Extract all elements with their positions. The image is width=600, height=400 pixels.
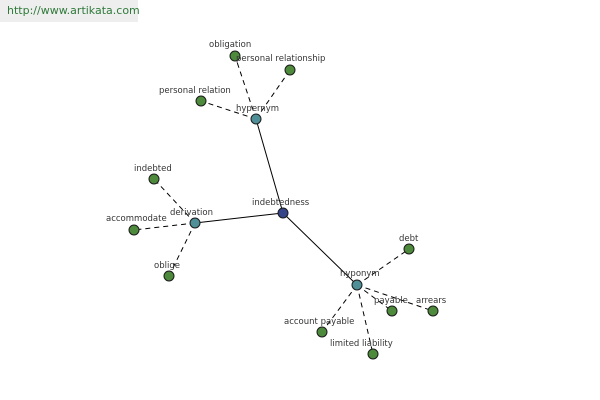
edge-hyponym-limited-liability xyxy=(356,284,374,355)
node-payable[interactable] xyxy=(386,305,398,317)
label-indebted: indebted xyxy=(134,164,172,174)
node-obligation[interactable] xyxy=(229,50,241,62)
watermark-link[interactable]: http://www.artikata.com xyxy=(0,0,140,22)
edge-root-hypernym xyxy=(255,118,284,214)
edge-hypernym-personal-relation xyxy=(200,100,257,120)
label-debt: debt xyxy=(399,234,419,244)
label-limited-liability: limited liability xyxy=(330,339,393,349)
label-payable: payable xyxy=(374,296,408,306)
node-arrears[interactable] xyxy=(427,305,439,317)
label-oblige: oblige xyxy=(154,261,180,271)
label-derivation: derivation xyxy=(170,208,213,218)
edge-hyponym-payable xyxy=(356,284,393,312)
label-account-payable: account payable xyxy=(284,317,354,327)
label-hypernym: hypernym xyxy=(236,104,279,114)
node-hyponym[interactable] xyxy=(351,279,363,291)
edge-root-derivation xyxy=(194,212,284,224)
node-debt[interactable] xyxy=(403,243,415,255)
edge-hypernym-personal-relationship xyxy=(255,69,291,120)
edge-root-hyponym xyxy=(282,212,358,286)
node-indebted[interactable] xyxy=(148,173,160,185)
label-accommodate: accommodate xyxy=(106,214,167,224)
label-personal-relation: personal relation xyxy=(159,86,231,96)
node-derivation[interactable] xyxy=(189,217,201,229)
node-oblige[interactable] xyxy=(163,270,175,282)
node-hypernym[interactable] xyxy=(250,113,262,125)
edge-derivation-oblige xyxy=(168,222,196,277)
node-personal-relationship[interactable] xyxy=(284,64,296,76)
label-root: indebtedness xyxy=(252,198,310,208)
edge-derivation-indebted xyxy=(153,178,196,224)
label-arrears: arrears xyxy=(416,296,447,306)
edge-hyponym-arrears xyxy=(356,284,434,312)
node-limited-liability[interactable] xyxy=(367,348,379,360)
label-hyponym: hyponym xyxy=(340,269,380,279)
edge-hyponym-account-payable xyxy=(321,284,358,333)
edge-hyponym-debt xyxy=(356,248,410,286)
node-root[interactable] xyxy=(277,207,289,219)
label-obligation: obligation xyxy=(209,40,251,50)
node-personal-relation[interactable] xyxy=(195,95,207,107)
label-personal-relationship: personal relationship xyxy=(236,54,325,64)
node-accommodate[interactable] xyxy=(128,224,140,236)
edge-hypernym-obligation xyxy=(234,55,257,120)
edge-derivation-accommodate xyxy=(133,222,196,231)
node-account-payable[interactable] xyxy=(316,326,328,338)
